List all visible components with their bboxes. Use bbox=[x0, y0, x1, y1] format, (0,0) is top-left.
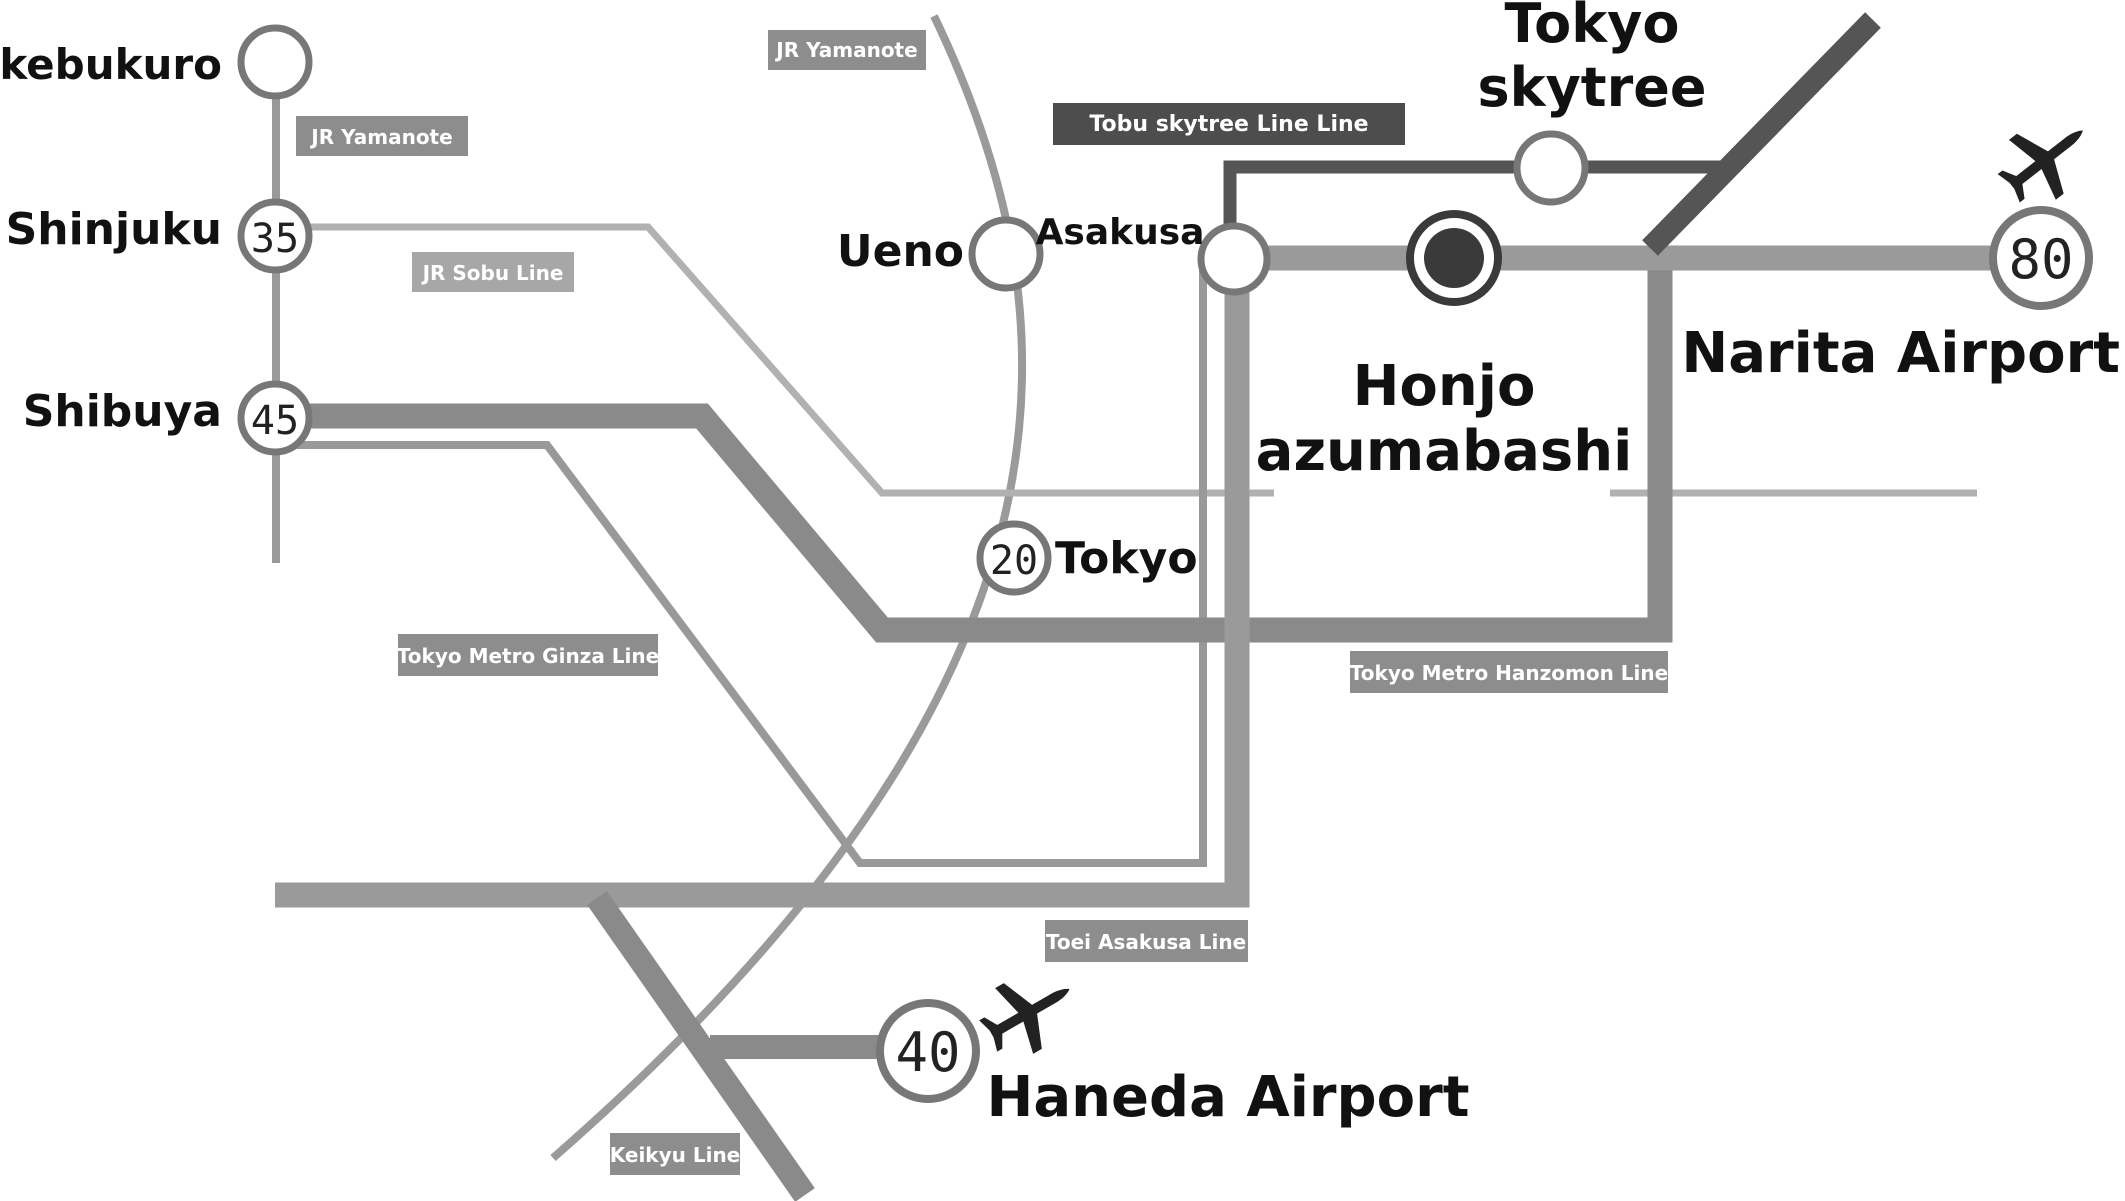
line-keikyu bbox=[587, 891, 815, 1201]
tag-label: Keikyu Line bbox=[610, 1143, 741, 1167]
tag-jr-yamanote-top: JR Yamanote bbox=[768, 30, 926, 70]
tag-jr-yamanote-left: JR Yamanote bbox=[296, 116, 468, 156]
line-tags: JR Yamanote JR Yamanote JR Sobu Line Tob… bbox=[296, 30, 1668, 1175]
tag-label: JR Yamanote bbox=[309, 125, 452, 149]
tag-keikyu: Keikyu Line bbox=[610, 1133, 741, 1175]
station-honjo-label-line2: azumabashi bbox=[1256, 419, 1633, 484]
tag-label: Tobu skytree Line Line bbox=[1089, 112, 1368, 137]
minutes-narita: 80 bbox=[2008, 228, 2073, 291]
station-shinjuku-label: Shinjuku bbox=[6, 204, 222, 255]
airplane-icon bbox=[979, 983, 1070, 1054]
stations: Ikebukuro 35 Shinjuku 45 Shibuya Ueno As… bbox=[0, 0, 2120, 1130]
airplane-icon bbox=[1997, 130, 2083, 203]
station-tokyo-marker[interactable] bbox=[976, 520, 1052, 596]
station-tokyo-skytree-label-line1: Tokyo bbox=[1505, 0, 1680, 55]
line-jr-yamanote-arc bbox=[550, 14, 1027, 1162]
minutes-shinjuku: 35 bbox=[251, 216, 299, 262]
station-asakusa-label: Asakusa bbox=[1036, 212, 1205, 253]
station-shibuya-marker[interactable] bbox=[237, 380, 313, 456]
station-haneda-label: Haneda Airport bbox=[987, 1065, 1470, 1130]
rail-lines bbox=[272, 12, 1997, 1201]
line-jr-sobu bbox=[305, 223, 1274, 497]
station-shibuya-label: Shibuya bbox=[23, 386, 222, 437]
tag-label: Tokyo Metro Hanzomon Line bbox=[1350, 661, 1668, 685]
minutes-haneda: 40 bbox=[895, 1021, 960, 1084]
tag-tokyo-metro-hanzomon: Tokyo Metro Hanzomon Line bbox=[1350, 651, 1668, 693]
station-ueno-marker[interactable] bbox=[968, 216, 1044, 292]
tag-tobu-skytree: Tobu skytree Line Line bbox=[1053, 103, 1405, 145]
tag-toei-asakusa: Toei Asakusa Line bbox=[1045, 920, 1248, 962]
station-ikebukuro-marker[interactable] bbox=[237, 24, 313, 100]
station-narita-marker[interactable] bbox=[1989, 206, 2093, 310]
station-ueno-label: Ueno bbox=[837, 226, 964, 277]
line-toei-asakusa bbox=[275, 258, 1250, 908]
station-tokyo-skytree-marker[interactable] bbox=[1513, 130, 1589, 206]
tag-tokyo-metro-ginza: Tokyo Metro Ginza Line bbox=[397, 634, 659, 676]
station-tokyo-skytree-label-line2: skytree bbox=[1478, 56, 1707, 119]
tag-label: JR Yamanote bbox=[774, 38, 917, 62]
station-narita-label: Narita Airport bbox=[1681, 321, 2120, 386]
line-tobu-skytree-north bbox=[1642, 12, 1881, 256]
tag-label: JR Sobu Line bbox=[421, 261, 564, 285]
target-station-icon[interactable] bbox=[1406, 210, 1502, 306]
line-tokyo-metro-ginza bbox=[292, 258, 1207, 867]
minutes-tokyo: 20 bbox=[990, 538, 1038, 584]
station-asakusa-marker[interactable] bbox=[1197, 222, 1271, 296]
tag-label: Toei Asakusa Line bbox=[1046, 930, 1246, 954]
station-tokyo-label: Tokyo bbox=[1055, 533, 1198, 584]
minutes-shibuya: 45 bbox=[251, 398, 299, 444]
station-shinjuku-marker[interactable] bbox=[237, 198, 313, 274]
station-haneda-marker[interactable] bbox=[876, 999, 980, 1103]
station-honjo-label-line1: Honjo bbox=[1353, 354, 1536, 419]
tag-jr-sobu: JR Sobu Line bbox=[412, 252, 574, 292]
line-tokyo-metro-hanzomon bbox=[305, 258, 1673, 643]
tag-label: Tokyo Metro Ginza Line bbox=[397, 644, 659, 668]
station-ikebukuro-label: Ikebukuro bbox=[0, 40, 222, 89]
